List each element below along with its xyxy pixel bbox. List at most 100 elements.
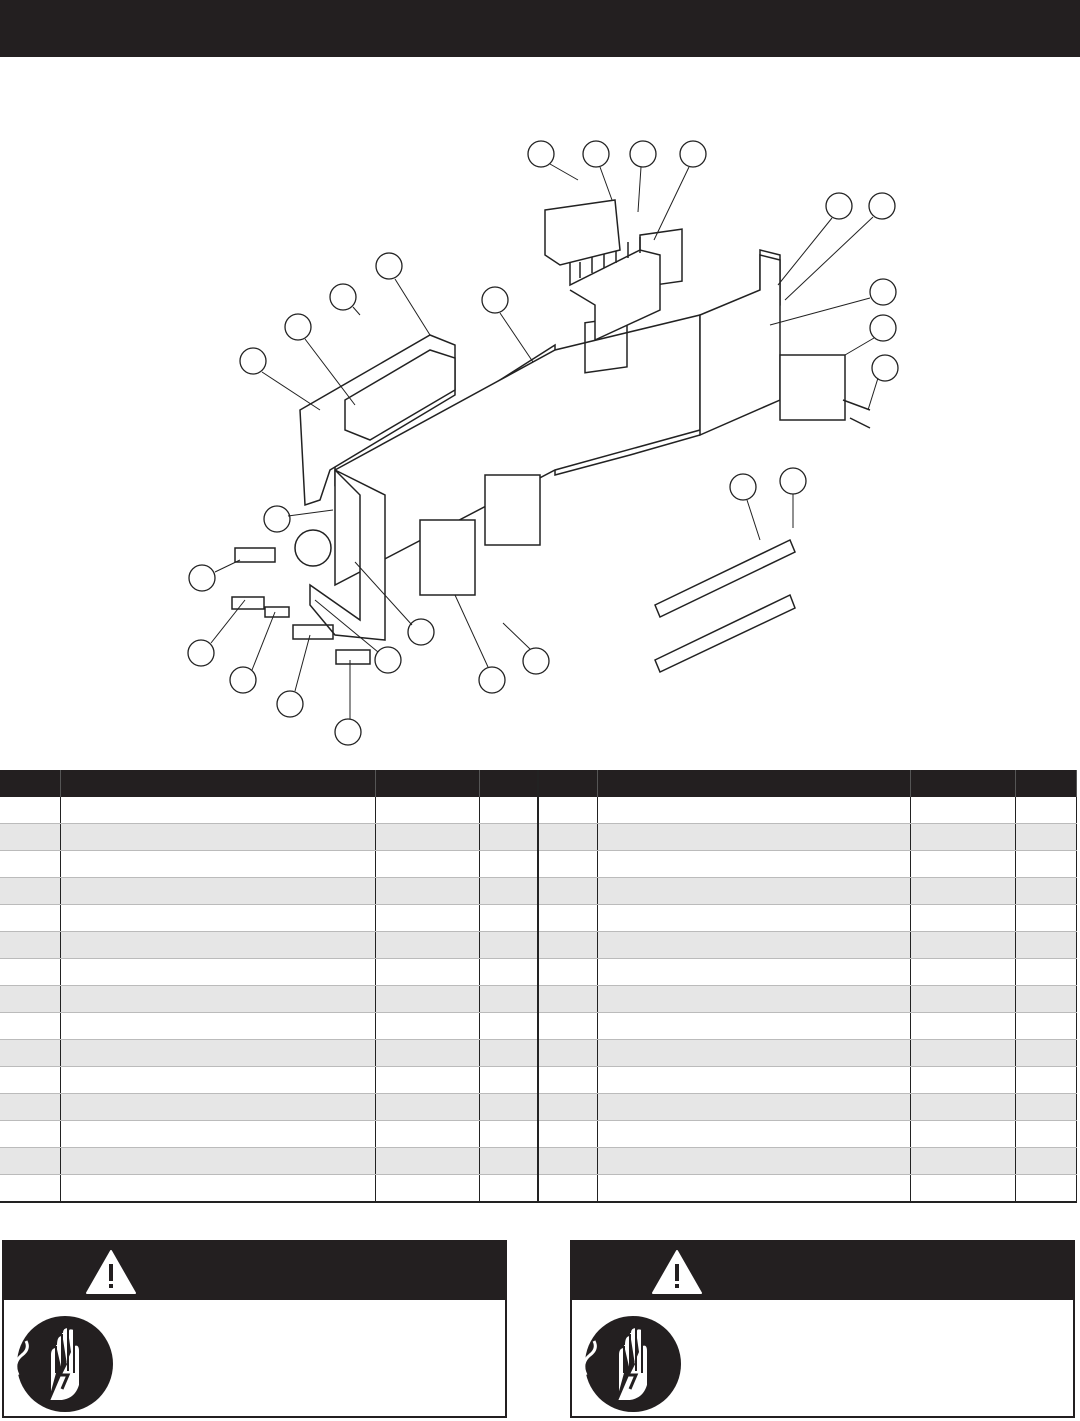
- table-cell: [538, 931, 598, 959]
- heat-sink-fins: [579, 237, 641, 278]
- table-cell: [910, 958, 1016, 986]
- callout-12: [869, 314, 897, 342]
- callout-22: [522, 647, 550, 675]
- table-cell: [375, 1147, 480, 1175]
- callout-10: [869, 278, 897, 306]
- heater-rod-lower: [654, 593, 796, 674]
- table-cell: [479, 797, 539, 824]
- warning-box-left: [2, 1240, 507, 1418]
- table-cell: [1015, 931, 1077, 959]
- table-cell: [60, 1066, 376, 1094]
- table-row: [0, 1012, 1077, 1040]
- connector-5: [335, 649, 371, 665]
- table-cell: [910, 1174, 1016, 1203]
- table-cell: [479, 850, 539, 878]
- table-cell: [375, 904, 480, 932]
- col-header: [479, 770, 539, 797]
- callout-18: [188, 564, 216, 592]
- table-cell: [0, 958, 61, 986]
- relay-lower: [419, 519, 476, 596]
- connector-3: [264, 606, 290, 618]
- table-cell: [479, 1147, 539, 1175]
- callout-8: [329, 283, 357, 311]
- table-cell: [60, 1120, 376, 1148]
- callout-11: [284, 313, 312, 341]
- table-cell: [0, 1147, 61, 1175]
- table-cell: [0, 1120, 61, 1148]
- table-row: [0, 931, 1077, 959]
- table-cell: [1015, 1012, 1077, 1040]
- table-cell: [597, 1066, 911, 1094]
- terminal-screws: [842, 399, 871, 429]
- table-cell: [60, 1039, 376, 1067]
- callout-23: [229, 666, 257, 694]
- chassis-right-flange: [699, 254, 781, 437]
- callout-13: [239, 347, 267, 375]
- table-row: [0, 1066, 1077, 1094]
- callout-5: [825, 192, 853, 220]
- table-cell: [538, 877, 598, 905]
- table-cell: [910, 797, 1016, 824]
- table-cell: [597, 1120, 911, 1148]
- warning-triangle-icon: [86, 1250, 136, 1294]
- table-cell: [538, 904, 598, 932]
- table-cell: [479, 1066, 539, 1094]
- table-cell: [1015, 877, 1077, 905]
- table-cell: [479, 823, 539, 851]
- connector-4: [292, 624, 334, 640]
- table-cell: [375, 1066, 480, 1094]
- table-cell: [597, 958, 911, 986]
- table-cell: [1015, 904, 1077, 932]
- col-header: [0, 770, 61, 797]
- table-cell: [910, 904, 1016, 932]
- callout-6: [868, 192, 896, 220]
- table-cell: [60, 823, 376, 851]
- table-cell: [0, 1066, 61, 1094]
- heat-sink-cover: [569, 249, 661, 342]
- table-cell: [375, 1174, 480, 1203]
- table-row: [0, 904, 1077, 932]
- callout-15: [729, 473, 757, 501]
- table-row: [0, 1147, 1077, 1175]
- table-cell: [597, 1147, 911, 1175]
- table-row: [0, 985, 1077, 1013]
- col-header: [597, 770, 911, 797]
- table-cell: [1015, 1120, 1077, 1148]
- callout-1: [527, 140, 555, 168]
- table-cell: [597, 877, 911, 905]
- table-cell: [0, 850, 61, 878]
- table-cell: [0, 823, 61, 851]
- table-cell: [375, 931, 480, 959]
- table-cell: [597, 1093, 911, 1121]
- table-cell: [479, 958, 539, 986]
- table-cell: [375, 958, 480, 986]
- table-row: [0, 1174, 1077, 1203]
- table-cell: [60, 850, 376, 878]
- callout-2: [582, 140, 610, 168]
- warning-box-right: [570, 1240, 1075, 1418]
- callout-4: [679, 140, 707, 168]
- callout-16: [779, 467, 807, 495]
- table-cell: [1015, 1039, 1077, 1067]
- table-cell: [1015, 985, 1077, 1013]
- table-cell: [910, 985, 1016, 1013]
- heater-rod-upper: [654, 538, 796, 619]
- table-cell: [910, 877, 1016, 905]
- table-row: [0, 1120, 1077, 1148]
- terminal-block-right: [779, 354, 846, 421]
- table-cell: [910, 1147, 1016, 1175]
- col-header: [910, 770, 1016, 797]
- table-cell: [597, 1012, 911, 1040]
- warning-triangle-icon: [652, 1250, 702, 1294]
- table-cell: [375, 985, 480, 1013]
- table-cell: [597, 1039, 911, 1067]
- connector-1: [234, 547, 276, 563]
- table-cell: [0, 1012, 61, 1040]
- callout-21: [374, 646, 402, 674]
- callout-9: [481, 286, 509, 314]
- exploded-parts-diagram: [187, 140, 899, 746]
- table-cell: [597, 985, 911, 1013]
- table-cell: [597, 931, 911, 959]
- table-cell: [1015, 1093, 1077, 1121]
- table-cell: [479, 904, 539, 932]
